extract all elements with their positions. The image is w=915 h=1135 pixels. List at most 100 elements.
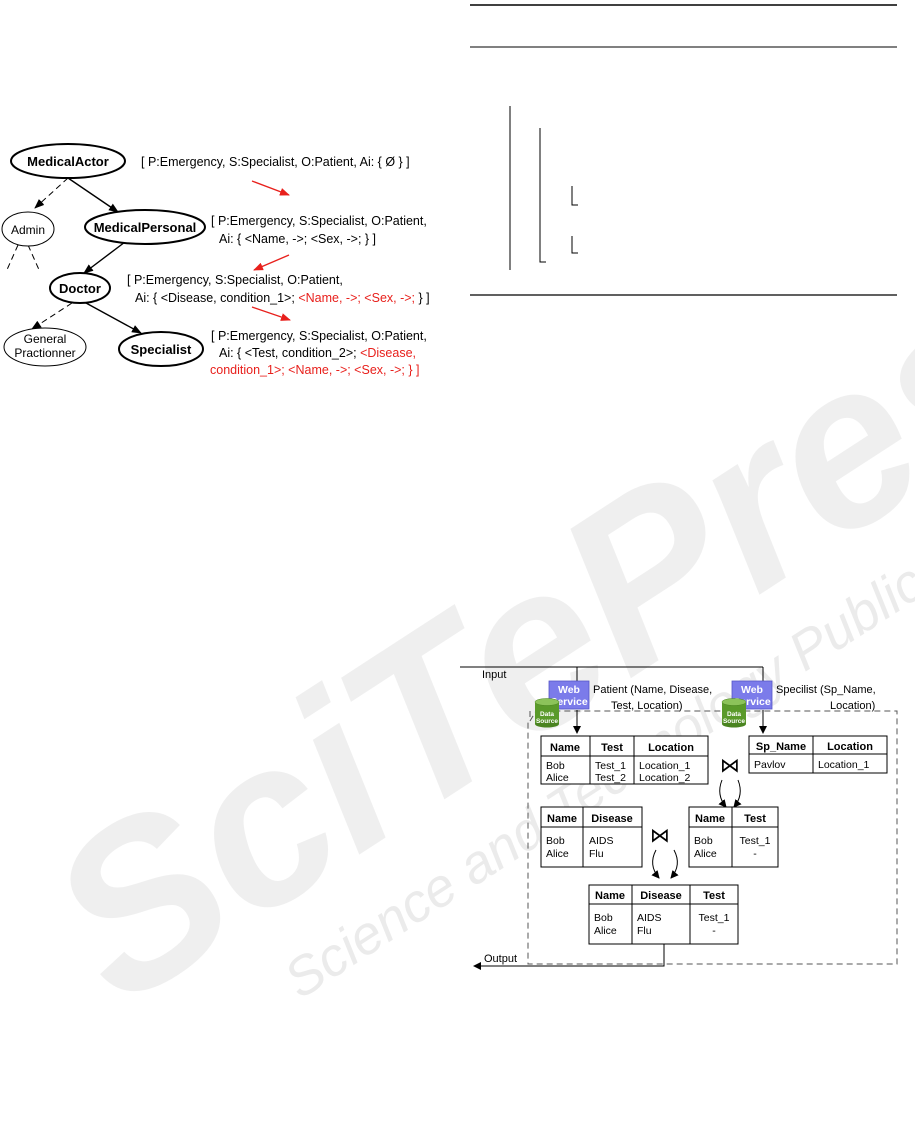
policy-doctor-own: Ai: { <Disease, condition_1>; <box>135 291 298 305</box>
table-disease-cell: Alice <box>546 848 569 860</box>
role-hierarchy-diagram: MedicalActor Admin MedicalPersonal Docto… <box>1 143 430 377</box>
table-disease-cell: Flu <box>589 848 604 860</box>
table-disease-header-name: Name <box>547 813 577 825</box>
table-result: Name Disease Test Bob Alice AIDS Flu Tes… <box>588 884 739 945</box>
algorithm-box <box>470 4 897 296</box>
table-test-cell: Alice <box>694 848 717 860</box>
table-patient-cell: Location_2 <box>639 772 691 784</box>
inherit-arrow-2 <box>253 254 290 271</box>
table-patient-header-location: Location <box>648 742 694 754</box>
edge-admin-left <box>5 244 19 273</box>
output-label: Output <box>484 953 517 965</box>
table-disease-header-disease: Disease <box>591 813 633 825</box>
composition-frame <box>527 710 898 965</box>
policy-specialist-line1: [ P:Emergency, S:Specialist, O:Patient, <box>211 329 427 343</box>
node-specialist <box>118 331 204 367</box>
output-arrow <box>473 944 665 970</box>
specialist-service-signature-2: Location) <box>830 700 875 712</box>
algorithm-branch-2 <box>571 236 578 254</box>
table-patient-cell: Test_2 <box>595 772 626 784</box>
table-test-header-test: Test <box>744 813 766 825</box>
join-symbol-1: ⋈ <box>720 755 740 777</box>
policy-doctor-line2: Ai: { <Disease, condition_1>; <Name, ->;… <box>135 291 430 305</box>
table-patient: Name Test Location Bob Alice Test_1 Test… <box>540 735 709 785</box>
edge-admin-right <box>27 244 41 273</box>
edge-doctor-specialist <box>85 302 142 334</box>
policy-actor: [ P:Emergency, S:Specialist, O:Patient, … <box>141 155 410 169</box>
edge-actor-admin <box>34 177 69 209</box>
table-result-header-test: Test <box>703 890 725 902</box>
node-medical-personal <box>84 209 206 245</box>
table-specialist-header-spname: Sp_Name <box>756 741 806 753</box>
node-doctor <box>49 272 111 304</box>
node-general-label-1: General <box>24 332 67 346</box>
web-service-specialist-label-1: Web <box>741 684 763 696</box>
web-service-patient-label-2: Service <box>550 696 588 708</box>
data-source-specialist: Data Source <box>721 698 747 728</box>
table-result-header-name: Name <box>595 890 625 902</box>
specialist-service-signature-1: Specilist (Sp_Name, <box>776 684 876 696</box>
patient-service-signature-1: Patient (Name, Disease, <box>593 684 712 696</box>
policy-doctor-inherited: <Name, ->; <Sex, ->; <box>298 291 415 305</box>
table-result-cell: Flu <box>637 925 652 937</box>
table-specialist-cell: Pavlov <box>754 759 786 771</box>
table-test-header-name: Name <box>695 813 725 825</box>
table-result-cell: Bob <box>594 912 613 924</box>
algorithm-branch-1 <box>571 186 578 206</box>
node-medical-actor-label: MedicalActor <box>27 154 109 169</box>
inherit-arrow-3 <box>251 306 291 321</box>
table-patient-cell: Alice <box>546 772 569 784</box>
web-service-patient-label-1: Web <box>558 684 580 696</box>
policy-doctor-end: } ] <box>415 291 430 305</box>
edge-personal-doctor <box>83 241 126 274</box>
table-patient-header-name: Name <box>550 742 580 754</box>
data-source-patient: Data Source <box>534 698 560 728</box>
node-admin-label: Admin <box>11 223 45 237</box>
data-source-specialist-label-2: Source <box>723 718 745 725</box>
join-arrow-2b <box>670 849 679 879</box>
table-result-cell: AIDS <box>637 912 662 924</box>
join-symbol-2: ⋈ <box>650 825 670 847</box>
table-patient-cell: Bob <box>546 760 565 772</box>
table-disease-cell: Bob <box>546 835 565 847</box>
edge-actor-personal <box>67 177 119 213</box>
table-disease: Name Disease Bob Alice AIDS Flu <box>540 806 643 868</box>
table-result-cell: Alice <box>594 925 617 937</box>
policy-specialist-line2: Ai: { <Test, condition_2>; <Disease, <box>219 346 416 360</box>
table-specialist-cell: Location_1 <box>818 759 870 771</box>
node-admin <box>1 211 55 247</box>
patient-service-signature-2: Test, Location) <box>611 700 683 712</box>
table-patient-cell: Test_1 <box>595 760 626 772</box>
policy-personal-line2: Ai: { <Name, ->; <Sex, ->; } ] <box>219 232 376 246</box>
table-patient-header-test: Test <box>601 742 623 754</box>
join-arrow-1a <box>718 779 727 808</box>
table-result-header-disease: Disease <box>640 890 682 902</box>
table-test: Name Test Bob Alice Test_1 - <box>688 806 779 868</box>
join-arrow-1b <box>733 779 742 808</box>
edge-doctor-general <box>31 302 73 330</box>
node-medical-actor <box>10 143 126 179</box>
node-specialist-label: Specialist <box>131 342 192 357</box>
node-general-label-2: Practionner <box>14 346 75 360</box>
web-service-specialist <box>731 680 773 710</box>
policy-specialist-own: Ai: { <Test, condition_2>; <box>219 346 360 360</box>
web-service-workflow-diagram: Input Web Service Data Source Patient (N… <box>460 666 898 970</box>
table-specialist: Sp_Name Location Pavlov Location_1 <box>748 735 888 774</box>
table-disease-cell: AIDS <box>589 835 614 847</box>
table-test-cell: - <box>753 848 757 860</box>
policy-specialist-end: } ] <box>405 363 420 377</box>
table-test-cell: Bob <box>694 835 713 847</box>
policy-doctor-line1: [ P:Emergency, S:Specialist, O:Patient, <box>127 273 343 287</box>
node-medical-personal-label: MedicalPersonal <box>94 220 197 235</box>
node-general-practitioner <box>3 327 87 367</box>
data-source-patient-label-1: Data <box>540 711 554 718</box>
table-result-cell: Test_1 <box>699 912 730 924</box>
table-result-cell: - <box>712 925 716 937</box>
policy-specialist-inherited-2: condition_1>; <Name, ->; <Sex, ->; <box>210 363 405 377</box>
input-label: Input <box>482 669 506 681</box>
data-source-specialist-label-1: Data <box>727 711 741 718</box>
table-specialist-header-location: Location <box>827 741 873 753</box>
join-arrow-2a <box>651 849 660 879</box>
node-doctor-label: Doctor <box>59 281 101 296</box>
table-patient-cell: Location_1 <box>639 760 691 772</box>
